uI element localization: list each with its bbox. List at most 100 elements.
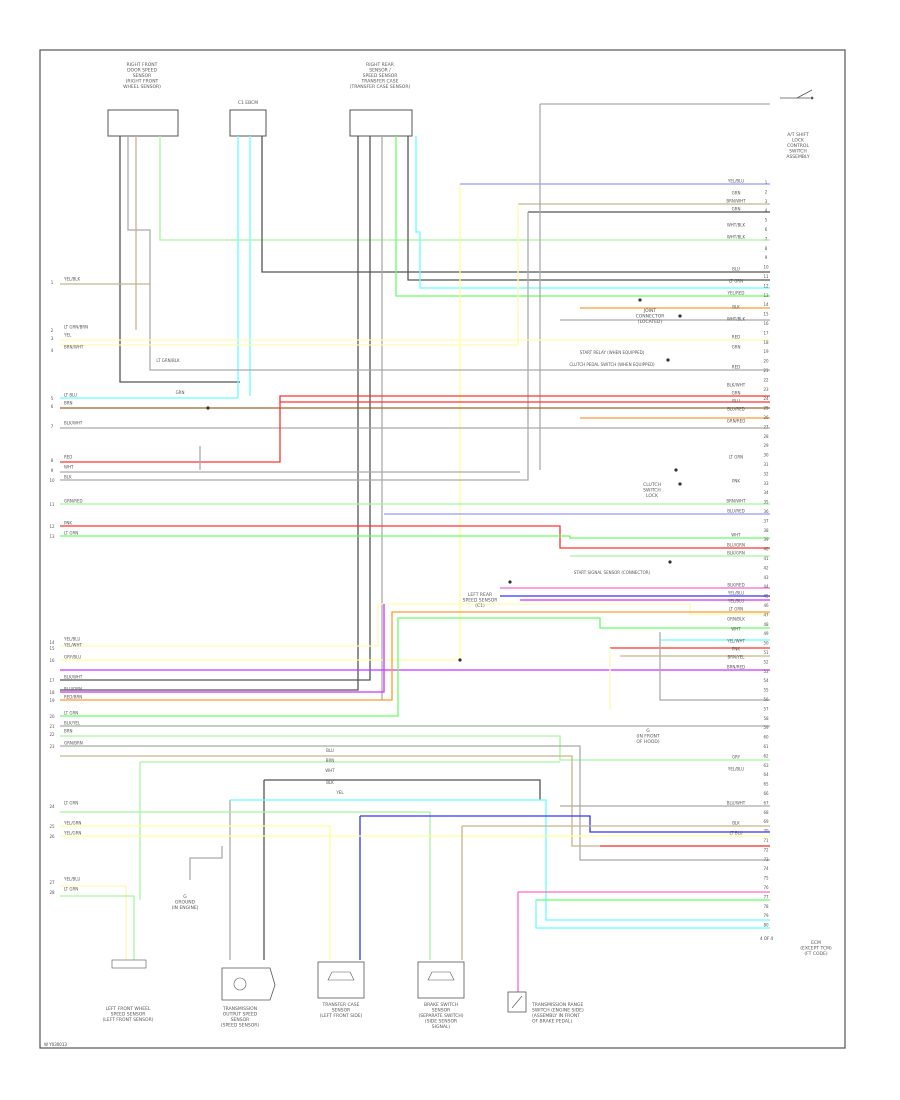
left-pin-number: 8 [51,458,54,463]
right-pin-number: 26 [763,415,769,420]
right-wire-label: YEL/RED [727,291,745,296]
right-pin-number: 42 [763,565,769,570]
tc-lead-2 [60,136,371,681]
right-wire-label: WHT/BLK [727,317,746,322]
right-wire-label: GRN [732,391,741,396]
left-pin-number: 20 [49,714,55,719]
right-wire-label: GRN/BLK [727,617,745,622]
splice-dot [678,482,682,486]
right-pin-number: 43 [763,575,769,580]
right-front-sensor-text-line: (RIGHT FRONT [126,79,159,85]
clutch-box-text-line: LOCK [646,493,659,499]
left-sensor-text-line: LEFT FRONT WHEEL [106,1006,151,1012]
gray-370 [149,358,770,371]
right-wire-label: LT GRN [729,279,743,284]
right-pin-number: 51 [763,650,769,655]
left-pin-number: 5 [51,396,54,401]
right-wire-label: BLU/GRN [727,543,745,548]
right-wire-label: GRN/RED [727,419,746,424]
right-wire-label: RED [732,335,740,340]
left-wire-label: YEL [63,333,72,338]
lt-green-736 [60,735,770,761]
left-pin-number: 25 [49,824,55,829]
splice-dot [668,560,672,564]
right-pin-number: 60 [763,735,769,740]
left-wire-label: YEL/GRN [63,821,81,826]
transfer-sensor-text-line: TRANSFER CASE [322,1002,360,1008]
splice-dot [206,406,210,410]
right-pin-number: 34 [763,490,769,495]
right-wire-label: BLU/WHT [727,801,746,806]
right-pin-number: 33 [763,481,769,486]
starter-relay2-text: START SIGNAL SENSOR (CONNECTOR) [574,570,651,575]
right-front-sensor-text-line: DOOR SPEED [127,68,157,74]
left-wire-label: BRN/WHT [64,345,84,350]
shift-lock-text-line: ASSEMBLY [786,154,810,160]
cyan-928 [535,900,770,929]
yellow-826 [60,825,331,960]
right-pin-number: 7 [765,236,768,241]
right-pin-number: 67 [763,800,769,805]
ground-text-line: GROUND [175,900,196,906]
right-pin-number: 9 [765,255,768,260]
speed-sensor-text-line: TRANSMISSION [222,1006,257,1012]
right-pin-number: 36 [763,509,769,514]
mid-wire-label: YEL [335,790,344,795]
blue-816 [360,815,770,833]
right-pin-number: 77 [763,894,769,899]
rear-connector-text-line: (C1) [475,603,485,609]
right-pin-number: 79 [763,913,769,918]
brake-switch-text-line: SIGNAL) [432,1024,451,1030]
right-pin-number: 49 [763,631,769,636]
right-wire-label: PNK [732,479,740,484]
right-pin-number: 73 [763,857,769,862]
left-wire-label: WHT [64,465,74,470]
left-pin-number: 17 [49,678,55,683]
right-pin-number: 15 [763,312,769,317]
right-pin-number: 12 [763,283,769,288]
right-front-sensor-text-line: WHEEL SENSOR) [123,84,161,90]
speed-sensor-text-line: SENSOR [231,1017,250,1023]
right-wire-label: BRN/WHT [726,499,746,504]
clutch-box-text-line: SWITCH [643,488,661,494]
lt-green-812 [60,811,431,960]
right-pin-number: 58 [763,716,769,721]
tc-lead-5 [407,136,770,281]
right-pin-number: 76 [763,885,769,890]
red-526 [60,525,770,549]
starter-relay-text: START RELAY (WHEN EQUIPPED) [580,350,645,355]
right-pin-number: 21 [763,368,769,373]
right-pin-number: 71 [763,838,769,843]
transfer-case-text-line: SPEED SENSOR [363,73,398,79]
sheet-number: 4 OF 4 [760,936,774,941]
left-wire-label: BRN [64,729,73,734]
clutch-box-text-line: CLUTCH [643,482,661,488]
right-front-sensor-text-line: RIGHT FRONT [127,62,158,68]
splice-dot [666,358,670,362]
left-pin-number: 14 [49,640,55,645]
gray-480 [60,212,529,481]
shift-lock-text-line: CONTROL [787,143,809,149]
right-wire-label: BLK [732,305,740,310]
right-wire-label: BLK [732,821,740,826]
right-wire-label: LT GRN [729,455,743,460]
right-pin-number: 1 [765,180,768,185]
right-pin-number: 5 [765,218,768,223]
right-pin-number: 50 [763,641,769,646]
left-wire-label: YEL/BLK [63,277,81,282]
splice-dot [458,658,462,662]
left-pin-number: 22 [49,732,55,737]
left-wire-label: GRY/BLU [64,655,81,660]
right-pin-number: 52 [763,659,769,664]
purple-692 [60,604,385,693]
right-pin-number: 40 [763,547,769,552]
left-wire-label: LT GRN [64,801,78,806]
green-536 [60,535,770,539]
left-pin-number: 13 [49,534,55,539]
